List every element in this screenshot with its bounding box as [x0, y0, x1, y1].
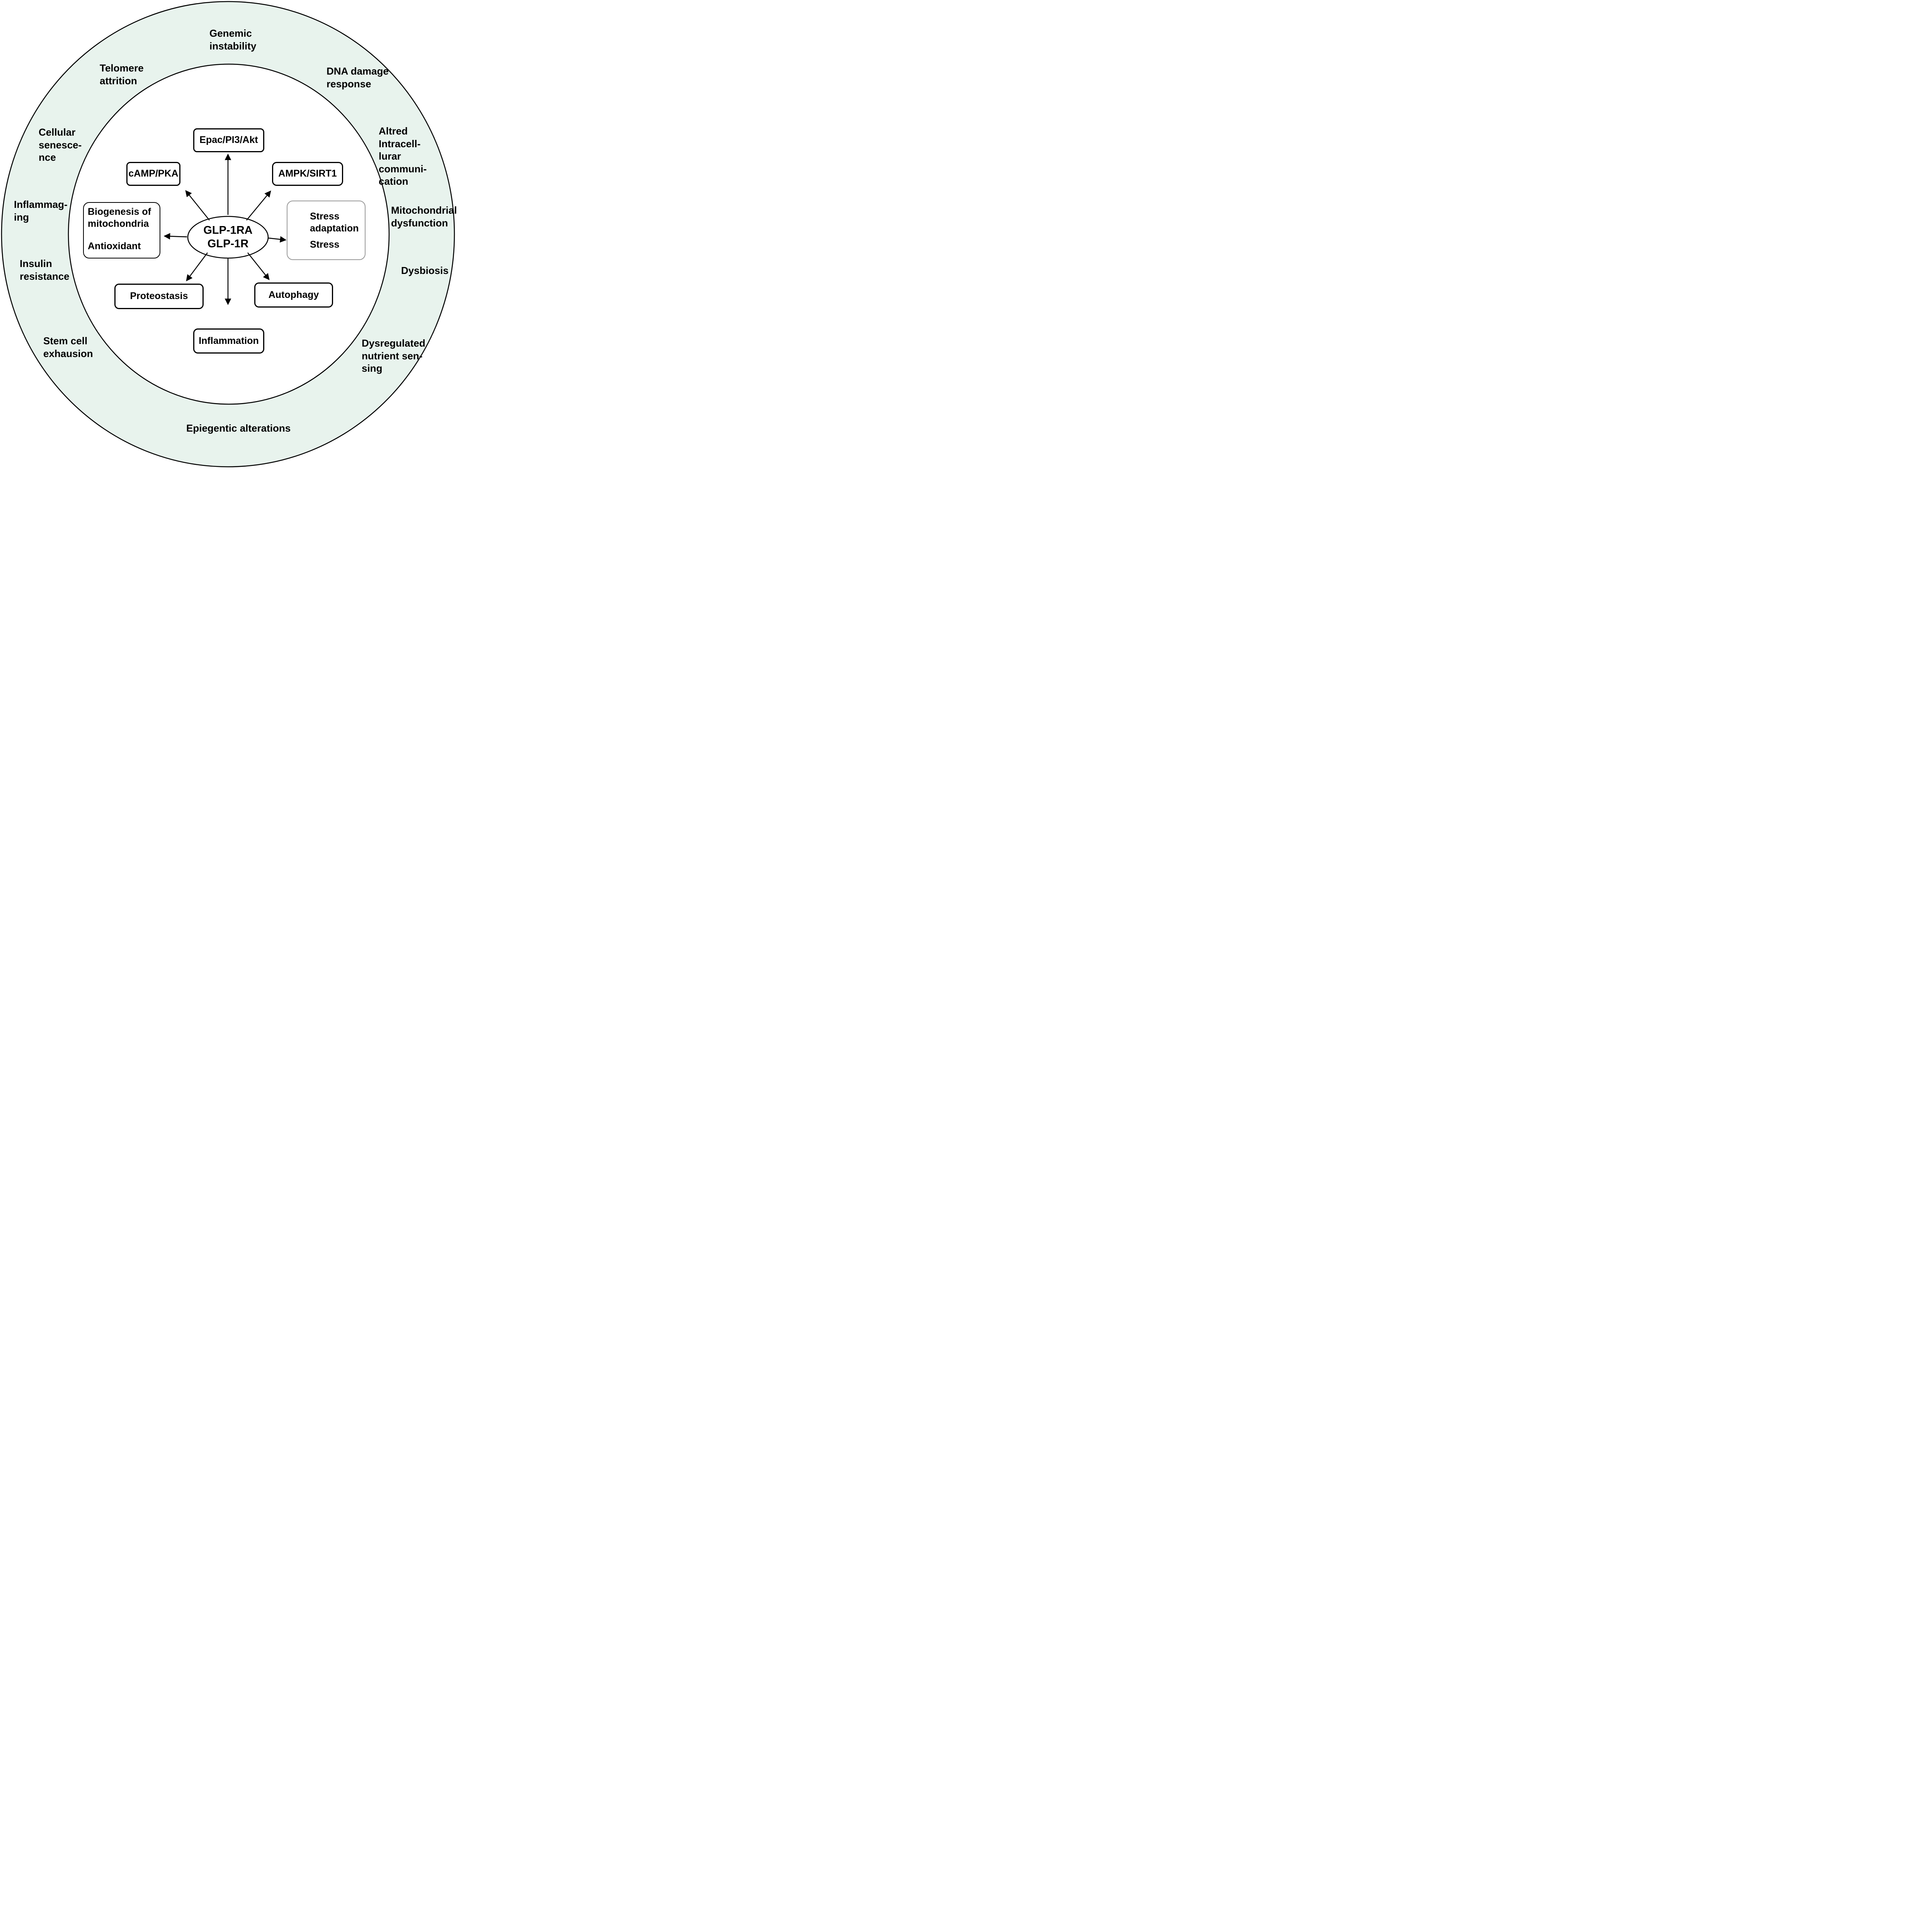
node-biogenesis-label-top: Biogenesis of mitochondria: [88, 206, 151, 230]
node-inflammation: Inflammation: [193, 328, 264, 354]
center-node-label: GLP-1RA GLP-1R: [203, 224, 253, 250]
ring-label-altered-intracellular-communication: Altred Intracell- lurar communi- cation: [379, 125, 427, 187]
arrow-to-proteostasis: [186, 252, 208, 282]
node-stress: Stress adaptation Stress: [287, 201, 366, 260]
ring-label-inflammaging: Inflammag- ing: [14, 199, 68, 223]
node-stress-label-bottom: Stress: [310, 239, 340, 250]
node-biogenesis-label-bottom: Antioxidant: [88, 240, 141, 252]
node-autophagy: Autophagy: [254, 282, 333, 308]
ring-label-dysbiosis: Dysbiosis: [401, 265, 449, 276]
diagram-canvas: [1, 1, 455, 468]
ring-label-dysregulated-nutrient-sensing: Dysregulated nutrient sen- sing: [362, 337, 425, 374]
node-ampk-label: AMPK/SIRT1: [278, 168, 337, 179]
arrow-to-stress: [268, 236, 287, 243]
node-proteostasis-label: Proteostasis: [130, 291, 188, 302]
node-camp: cAMP/PKA: [126, 162, 180, 186]
arrow-to-camp: [185, 190, 210, 221]
center-ellipse: [187, 216, 269, 259]
node-ampk: AMPK/SIRT1: [272, 162, 343, 186]
ring-label-cellular-senescence: Cellular senesce- nce: [39, 126, 82, 163]
ring-label-epigenetic-alterations: Epiegentic alterations: [186, 422, 291, 434]
node-camp-label: cAMP/PKA: [128, 168, 179, 179]
node-autophagy-label: Autophagy: [268, 289, 319, 300]
arrow-to-autophagy: [247, 252, 270, 280]
arrow-to-biogenesis: [163, 233, 187, 240]
node-proteostasis: Proteostasis: [114, 284, 204, 309]
ring-label-dna-damage-response: DNA damage response: [327, 65, 389, 90]
node-inflammation-label: Inflammation: [199, 335, 259, 346]
node-epac: Epac/PI3/Akt: [193, 128, 264, 152]
node-stress-label-top: Stress adaptation: [310, 211, 359, 234]
ring-label-mitochondrial-dysfunction: Mitochondrial dysfunction: [391, 204, 456, 229]
arrow-to-ampk: [246, 190, 271, 221]
node-biogenesis: Biogenesis of mitochondria Antioxidant: [83, 202, 160, 259]
ring-label-genemic-instability: Genemic instability: [209, 27, 257, 52]
ring-label-telomere-attrition: Telomere attrition: [100, 62, 144, 87]
node-epac-label: Epac/PI3/Akt: [199, 134, 258, 146]
aging-hallmarks-glp1-diagram: GLP-1RA GLP-1R Epac/PI3/Akt cAMP/PKA AMP…: [0, 0, 456, 468]
ring-label-insulin-resistance: Insulin resistance: [20, 258, 70, 282]
ring-label-stem-cell-exhaustion: Stem cell exhausion: [43, 335, 93, 359]
